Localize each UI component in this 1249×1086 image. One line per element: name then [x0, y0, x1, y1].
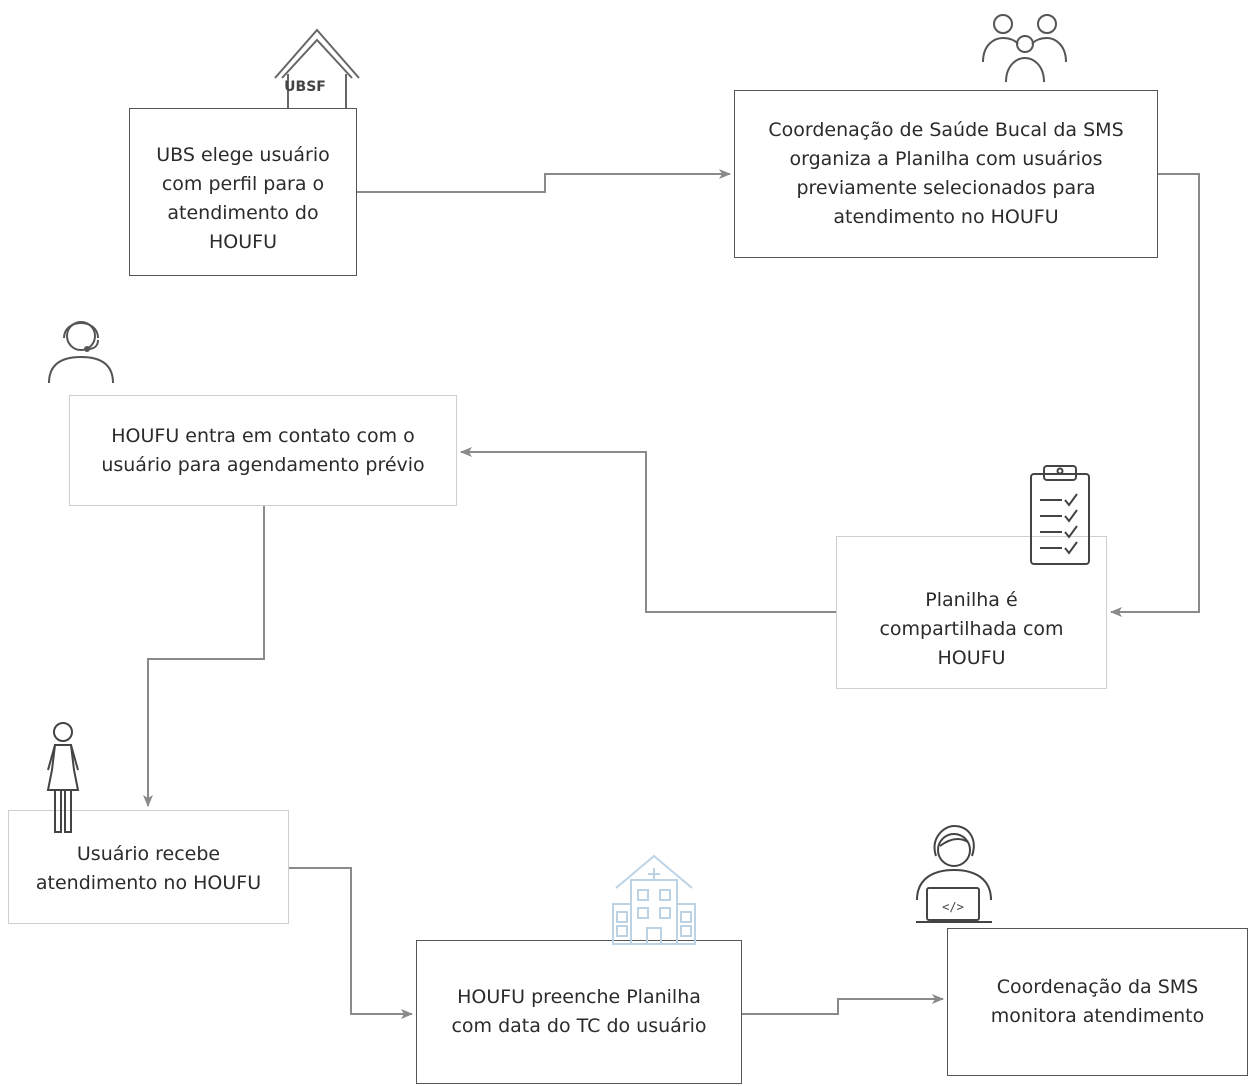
step-planilha-compartilhada-text: Planilha é compartilhada com HOUFU: [879, 589, 1064, 669]
step-usuario-recebe-text: Usuário recebe atendimento no HOUFU: [35, 843, 262, 894]
code-glyph-text: </>: [942, 900, 964, 914]
step-coordenacao-organiza-text: Coordenação de Saúde Bucal da SMS organi…: [768, 119, 1124, 228]
connector-ubs-to-coordenacao: [357, 169, 731, 193]
step-houfu-contato-box: HOUFU entra em contato com o usuário par…: [69, 395, 457, 506]
connector-planilha-to-contato: [460, 447, 836, 613]
hospital-building-icon: [612, 854, 696, 945]
step-usuario-recebe-box: Usuário recebe atendimento no HOUFU: [8, 810, 289, 924]
house-icon: [274, 28, 360, 108]
person-at-laptop-icon: [916, 824, 992, 923]
connector-contato-to-usuario: [143, 506, 265, 807]
step-houfu-contato-text: HOUFU entra em contato com o usuário par…: [101, 424, 425, 476]
step-coordenacao-organiza-box: Coordenação de Saúde Bucal da SMS organi…: [734, 90, 1158, 258]
connector-usuario-to-preenche: [289, 867, 413, 1019]
step-coordenacao-monitora-box: Coordenação da SMS monitora atendimento: [947, 928, 1248, 1076]
house-sign-text: UBSF: [284, 79, 326, 95]
step-ubs-elege-box: UBS elege usuário com perfil para o aten…: [129, 108, 357, 276]
step-houfu-preenche-text: HOUFU preenche Planilha com data do TC d…: [451, 986, 707, 1037]
step-houfu-preenche-box: HOUFU preenche Planilha com data do TC d…: [416, 940, 742, 1084]
connector-preenche-to-monitora: [742, 994, 944, 1015]
headset-person-icon: [48, 321, 114, 384]
step-coordenacao-monitora-text: Coordenação da SMS monitora atendimento: [990, 976, 1205, 1027]
step-planilha-compartilhada-box: Planilha é compartilhada com HOUFU: [836, 536, 1107, 689]
group-of-people-icon: [982, 14, 1067, 83]
step-ubs-elege-text: UBS elege usuário com perfil para o aten…: [156, 144, 330, 253]
